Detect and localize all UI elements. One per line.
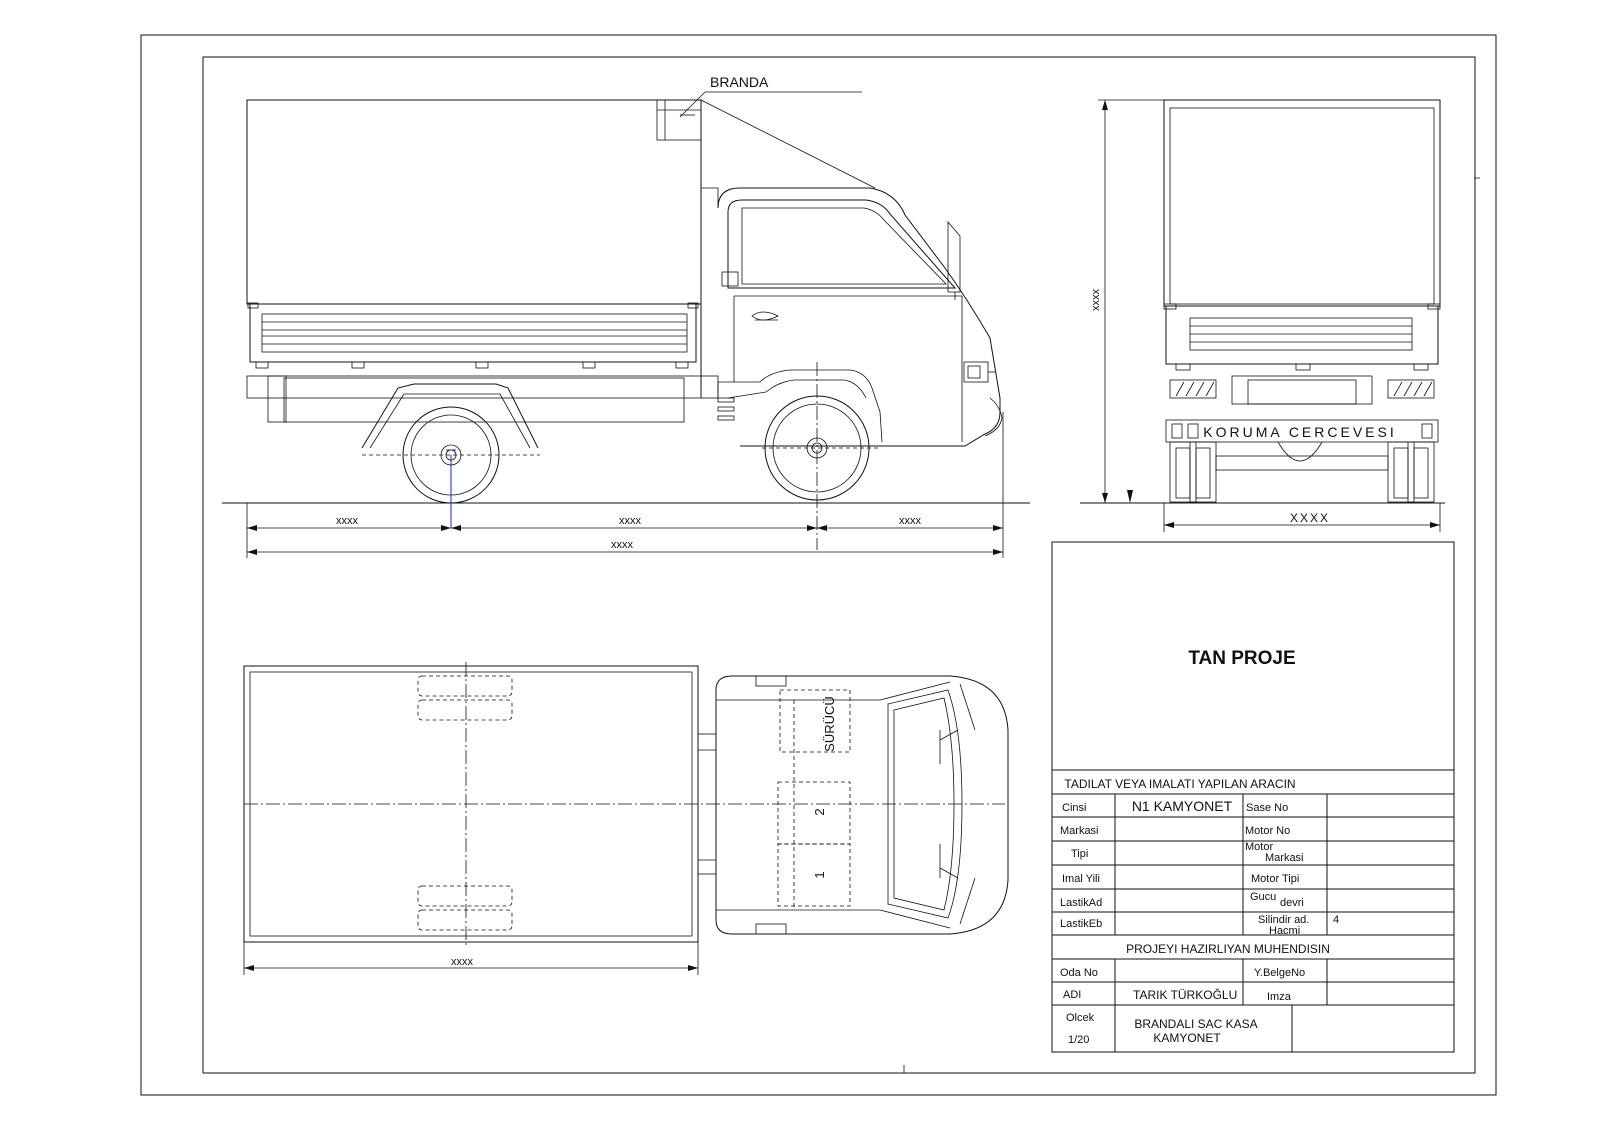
project-title-line-1: BRANDALI SAC KASA — [1134, 1017, 1257, 1031]
cinsi-label: Cinsi — [1062, 802, 1086, 814]
side-view: BRANDA — [222, 74, 1030, 558]
lastik-ad-label: LastikAd — [1060, 897, 1102, 909]
section-engineer-heading: PROJEYI HAZIRLIYAN MUHENDISIN — [1126, 942, 1330, 956]
silindir-value: 4 — [1333, 914, 1339, 926]
outer-border — [140, 34, 1497, 1096]
branda-label: BRANDA — [710, 74, 769, 90]
motor-markasi-label-1: Motor — [1245, 841, 1273, 853]
rear-light-left — [1169, 379, 1217, 399]
olcek-label: Olcek — [1066, 1012, 1095, 1024]
driver-seat — [779, 689, 851, 753]
devri-label: devri — [1280, 897, 1304, 909]
protection-frame — [1165, 419, 1439, 443]
dim-wheelbase: xxxx — [619, 515, 642, 527]
olcek-value: 1/20 — [1068, 1034, 1089, 1046]
rear-view: xxxx KORUMA CERCEVESI — [1080, 99, 1445, 532]
koruma-label: KORUMA CERCEVESI — [1203, 424, 1396, 440]
tipi-label: Tipi — [1071, 848, 1088, 860]
section-vehicle-heading: TADILAT VEYA IMALATI YAPILAN ARACIN — [1064, 777, 1295, 791]
silindir-label-2: Hacmi — [1269, 925, 1300, 937]
rear-wheel-right — [1387, 441, 1415, 503]
motor-no-label: Motor No — [1245, 825, 1290, 837]
lastik-eb-label: LastikEb — [1060, 918, 1102, 930]
motor-markasi-label-2: Markasi — [1265, 852, 1304, 864]
rear-tarp — [1163, 99, 1441, 307]
dim-rear-overhang: xxxx — [336, 515, 359, 527]
seat-1-label: 1 — [812, 871, 827, 878]
windshield-top — [887, 689, 963, 919]
motor-tipi-label: Motor Tipi — [1251, 873, 1299, 885]
imal-yili-label: Imal Yili — [1062, 873, 1100, 885]
seat-1 — [777, 843, 851, 907]
top-view: SÜRÜCÜ 2 1 xxxx — [243, 662, 1009, 975]
cab-top — [715, 675, 1009, 935]
rear-tailgate — [1165, 305, 1439, 365]
cab-door — [734, 295, 963, 442]
dim-height: xxxx — [1090, 289, 1102, 312]
title-block: TAN PROJE TADILAT VEYA IMALATI YAPILAN A… — [1051, 541, 1455, 1053]
dim-front-overhang: xxxx — [899, 515, 922, 527]
branda-leader — [679, 91, 706, 118]
rear-fender — [361, 383, 539, 449]
surucu-label: SÜRÜCÜ — [822, 696, 837, 752]
rear-light-right — [1387, 379, 1435, 399]
tarp-cover — [246, 99, 702, 305]
side-mirror — [947, 220, 961, 293]
inner-border — [202, 56, 1476, 1074]
dim-cargo-length: xxxx — [451, 956, 474, 968]
silindir-label-1: Silindir ad. — [1258, 914, 1309, 926]
top-rear-wheel-1 — [417, 675, 513, 697]
sase-no-label: Sase No — [1246, 802, 1288, 814]
belge-no-label: Y.BelgeNo — [1254, 967, 1305, 979]
adi-label: ADI — [1063, 989, 1081, 1001]
markasi-label: Markasi — [1060, 825, 1099, 837]
dim-total-length: xxxx — [611, 539, 634, 551]
chassis-rail — [246, 375, 719, 399]
seat-2-label: 2 — [812, 808, 827, 815]
imza-label: Imza — [1267, 991, 1292, 1003]
dim-width: XXXX — [1290, 511, 1330, 525]
cargo-side-panel — [249, 303, 697, 363]
company-name: TAN PROJE — [1188, 648, 1295, 669]
gucu-label: Gucu — [1250, 891, 1276, 903]
oda-no-label: Oda No — [1060, 967, 1098, 979]
front-fender — [717, 369, 883, 443]
engineer-name: TARIK TÜRKOĞLU — [1133, 987, 1237, 1002]
cab-outline — [717, 187, 1001, 447]
rear-wheel-left — [1169, 441, 1197, 503]
cab-window — [727, 199, 957, 289]
cinsi-value: N1 KAMYONET — [1132, 798, 1233, 814]
project-title-line-2: KAMYONET — [1153, 1031, 1221, 1045]
